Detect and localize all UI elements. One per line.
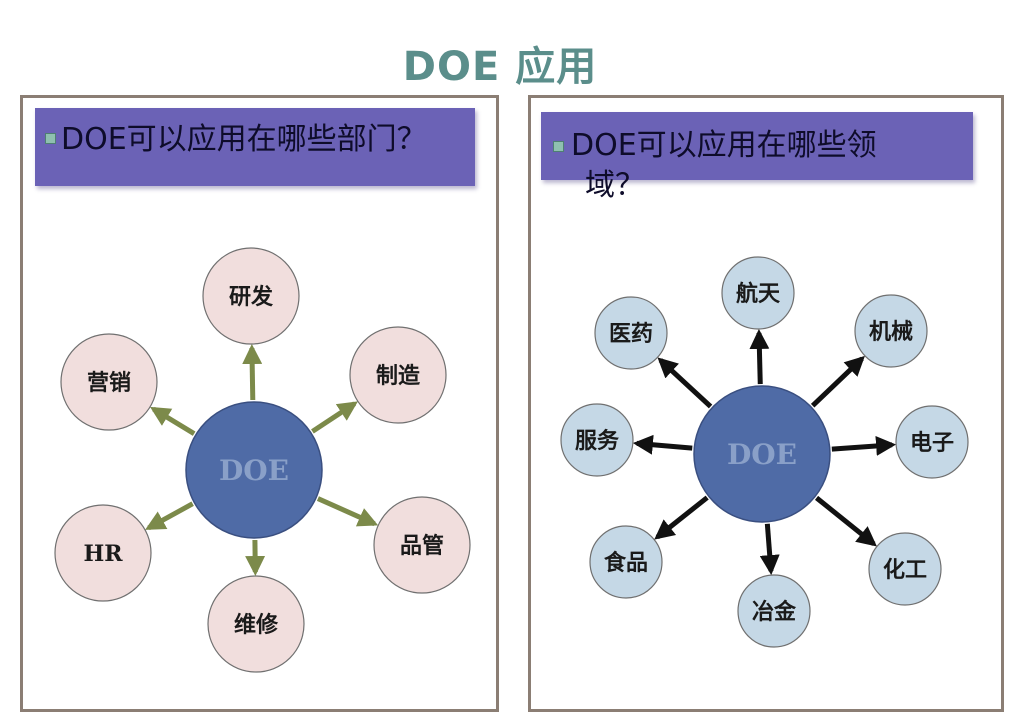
arrow bbox=[311, 401, 358, 434]
category-label: 机械 bbox=[869, 319, 913, 345]
category-label: 制造 bbox=[376, 363, 420, 389]
bullet-icon bbox=[45, 133, 56, 144]
category-node bbox=[207, 575, 305, 673]
fields-question-line1: DOE可以应用在哪些领 bbox=[571, 128, 877, 163]
departments-question: DOE可以应用在哪些部门？ bbox=[61, 122, 427, 157]
category-label: 医药 bbox=[609, 321, 653, 347]
category-node bbox=[737, 574, 811, 648]
category-node bbox=[373, 496, 471, 594]
fields-header: DOE可以应用在哪些领 域？ bbox=[541, 112, 973, 203]
category-label: 研发 bbox=[229, 284, 274, 310]
category-label: 航天 bbox=[736, 281, 781, 307]
arrow bbox=[242, 343, 263, 401]
category-node bbox=[854, 294, 928, 368]
doe-hub-node bbox=[185, 401, 323, 539]
arrow bbox=[657, 357, 713, 409]
category-label: HR bbox=[83, 541, 123, 567]
category-label: 维修 bbox=[234, 612, 279, 638]
arrow bbox=[831, 435, 897, 456]
page-title: DOE 应用 bbox=[402, 44, 598, 90]
category-node bbox=[721, 256, 795, 330]
departments-header: DOE可以应用在哪些部门？ bbox=[35, 108, 475, 186]
category-node bbox=[349, 326, 447, 424]
category-node bbox=[202, 247, 300, 345]
arrow bbox=[749, 328, 770, 385]
arrow bbox=[316, 496, 379, 527]
category-label: 营销 bbox=[87, 370, 131, 396]
category-node bbox=[589, 525, 663, 599]
fields-question: DOE可以应用在哪些领 域？ bbox=[571, 126, 951, 206]
category-label: 品管 bbox=[400, 533, 444, 559]
category-node bbox=[895, 405, 969, 479]
category-node bbox=[594, 296, 668, 370]
category-node bbox=[868, 532, 942, 606]
category-node bbox=[60, 333, 158, 431]
arrow bbox=[654, 495, 709, 540]
doe-hub-node bbox=[693, 385, 831, 523]
arrow bbox=[150, 406, 196, 436]
arrow bbox=[759, 523, 780, 576]
doe-hub-label: DOE bbox=[727, 438, 797, 471]
arrow bbox=[814, 495, 877, 547]
category-label: 电子 bbox=[910, 430, 954, 456]
category-node bbox=[560, 403, 634, 477]
fields-question-line2: 域？ bbox=[585, 168, 645, 203]
bullet-icon bbox=[553, 141, 564, 152]
arrow bbox=[810, 355, 865, 408]
arrow bbox=[632, 434, 693, 455]
category-label: 服务 bbox=[575, 428, 620, 454]
category-label: 冶金 bbox=[752, 599, 797, 625]
arrow bbox=[145, 501, 194, 531]
category-node bbox=[54, 504, 152, 602]
category-label: 食品 bbox=[604, 550, 648, 576]
doe-hub-label: DOE bbox=[219, 454, 289, 487]
category-label: 化工 bbox=[883, 557, 927, 583]
